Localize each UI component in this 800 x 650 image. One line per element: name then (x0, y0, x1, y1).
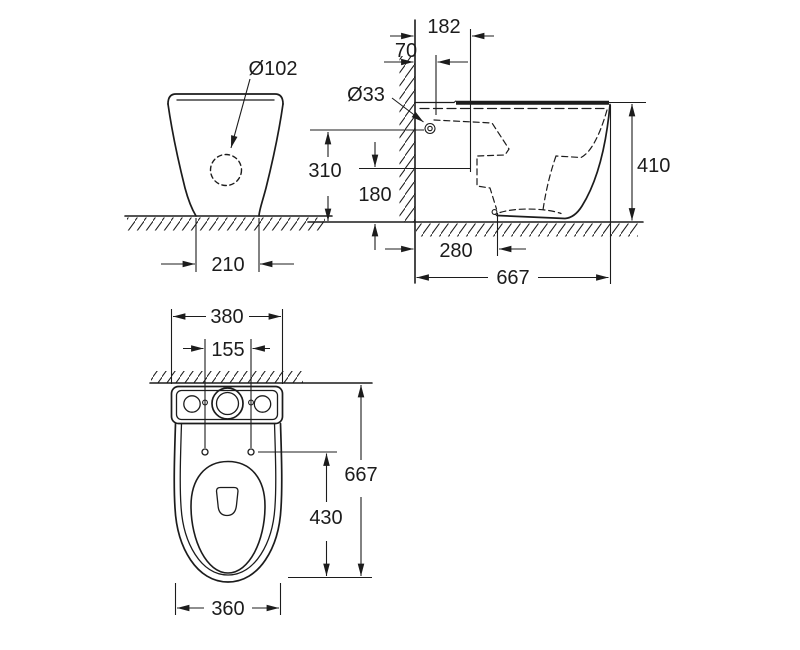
rear-floor-hatch (127, 217, 325, 231)
top-view: 380 155 667 430 36 (149, 306, 378, 620)
bowl-inner-outline (179, 422, 277, 576)
dim-side-total-depth: 667 (416, 105, 612, 289)
bowl-interior-dashed-left (542, 155, 557, 211)
dim-inlet-wall-offset: 70 (384, 40, 468, 115)
bowl-bottom-dashed (499, 208, 562, 215)
dim-label-outlet-height: 180 (358, 184, 391, 206)
dim-label-cistern-width: 380 (210, 306, 243, 328)
side-seat-step (453, 100, 457, 103)
dim-outlet-diameter: Ø102 (249, 58, 298, 80)
dim-bowl-width: 360 (174, 583, 282, 620)
dim-label-side-total-depth: 667 (496, 267, 529, 289)
dim-total-height: 410 (602, 101, 670, 221)
dim-label-hinge-spacing: 155 (211, 339, 244, 361)
flush-button-outer (211, 387, 244, 420)
cistern-left-circle (183, 395, 201, 413)
inlet-circle-inner (427, 125, 433, 132)
side-view: Ø33 182 70 310 180 (307, 16, 670, 289)
dim-valve-offset: 182 (390, 16, 494, 172)
dim-cistern-width: 380 (170, 306, 284, 384)
cistern-inner (175, 389, 279, 421)
outlet-leader-line (230, 78, 251, 149)
rear-view: Ø102 210 (124, 58, 333, 276)
seat-hinge-hole-right (247, 448, 255, 456)
dim-bowl-length: 430 (258, 451, 343, 577)
inlet-leader-line (391, 97, 424, 123)
cistern-right-circle (253, 395, 272, 413)
dim-inlet-height: 310 (308, 129, 424, 222)
seat-opening (190, 460, 266, 574)
dim-label-inlet-height: 310 (308, 160, 341, 182)
dim-label-rear-outlet-diameter: Ø102 (249, 58, 298, 80)
side-wall-hatch (399, 56, 415, 222)
dim-label-top-total-depth: 667 (344, 464, 377, 486)
side-floor-hatch (416, 223, 638, 237)
side-front-curve (496, 103, 611, 220)
dim-label-rear-base-width: 210 (211, 254, 244, 276)
dim-top-total-depth: 667 (288, 384, 378, 579)
dim-label-bowl-width: 360 (211, 598, 244, 620)
cistern-outer (170, 385, 284, 425)
bowl-interior-dashed-right (555, 109, 608, 159)
rear-seat-edge (167, 93, 284, 105)
flush-channel-dashed (433, 119, 510, 210)
rear-body-left (167, 103, 197, 217)
flush-outlet-shape (215, 486, 239, 517)
dim-label-total-height: 410 (637, 155, 670, 177)
dim-label-inlet-wall-offset: 70 (395, 40, 417, 62)
dim-label-inlet-diameter: Ø33 (347, 84, 385, 106)
rear-outlet-circle (209, 153, 243, 187)
flush-button-inner (215, 391, 240, 416)
dim-base-width: 210 (161, 218, 294, 276)
top-wall-hatch (151, 371, 303, 383)
dim-label-valve-offset: 182 (427, 16, 460, 38)
dim-outlet-wall-distance: 280 (385, 213, 526, 262)
dim-label-outlet-wall-distance: 280 (439, 240, 472, 262)
inlet-circle-outer (424, 122, 436, 135)
side-foot-circle (491, 209, 498, 215)
seat-hinge-hole-left (201, 448, 209, 456)
dim-label-bowl-length: 430 (309, 507, 342, 529)
rear-body-right (258, 103, 284, 217)
dim-outlet-height: 180 (358, 142, 470, 250)
dim-hinge-spacing: 155 (183, 339, 270, 448)
bowl-outer-outline (173, 422, 283, 583)
